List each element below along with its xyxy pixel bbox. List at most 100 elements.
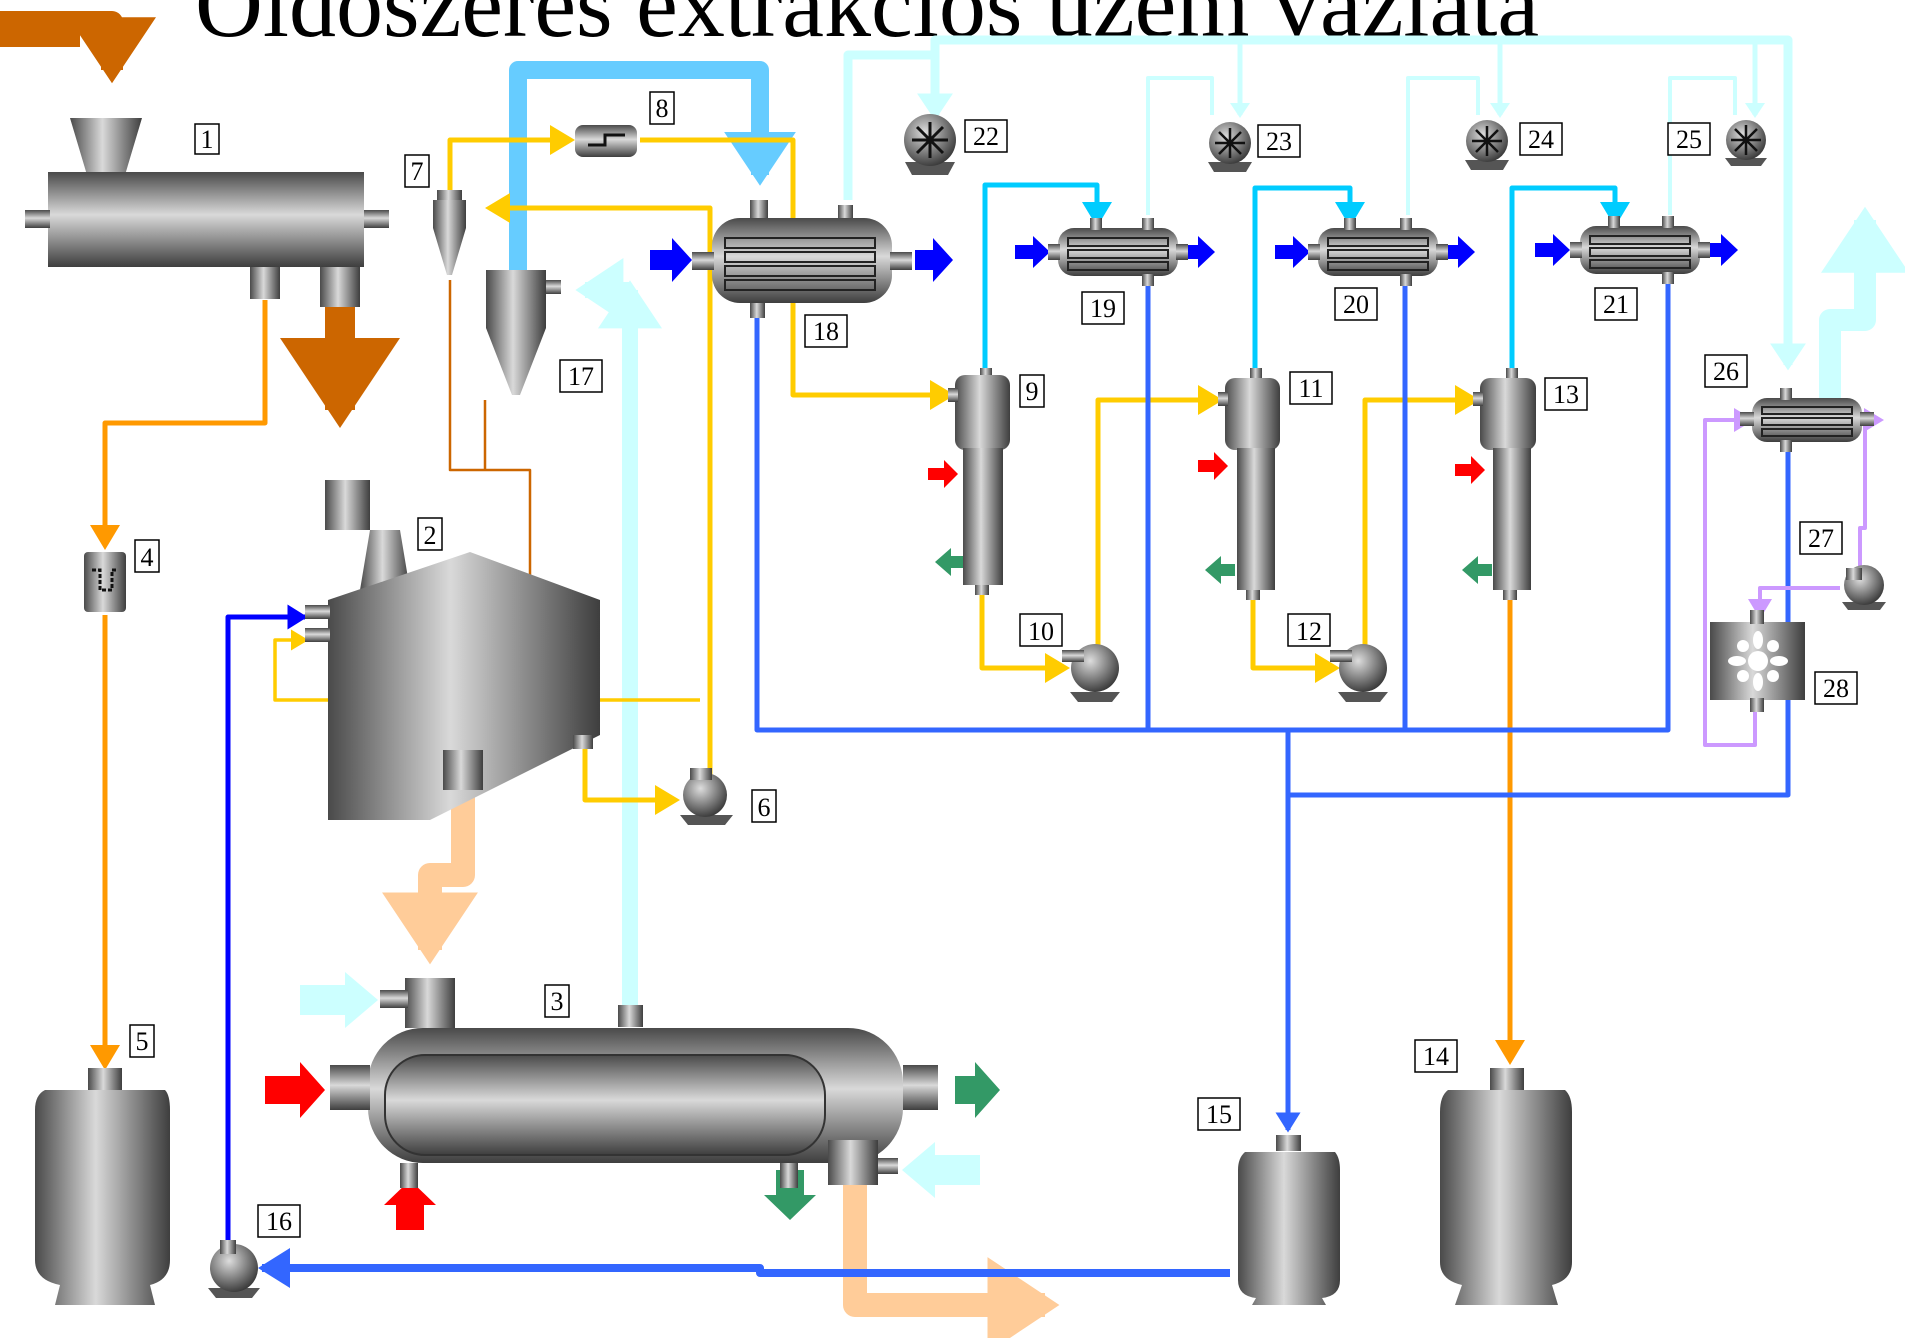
vapor-in-arrow-3b [902,1142,980,1198]
unit-18-condenser [692,200,912,318]
cooling-in-arrow-18 [650,238,692,282]
extract-line-to-4 [105,300,265,545]
label-14-text: 14 [1423,1042,1449,1071]
cooling-in-arrow-21 [1535,234,1570,266]
unit-7-cyclone [433,190,466,275]
label-8-text: 8 [656,94,669,123]
label-22-text: 22 [973,122,999,151]
unit-21-condenser [1570,216,1710,284]
cyan-13-to-21 [1512,188,1615,375]
label-5: 5 [130,1025,154,1057]
label-1-text: 1 [201,125,214,154]
steam-in-arrow-3 [265,1062,325,1118]
unit-4-separator [84,552,126,612]
label-9: 9 [1020,375,1044,407]
label-1: 1 [195,124,219,154]
unit-27-pump [1842,565,1886,610]
label-17: 17 [560,360,602,392]
label-11-text: 11 [1298,374,1323,403]
label-4-text: 4 [141,543,154,572]
label-19: 19 [1082,292,1124,324]
vapor-in-arrow-3 [300,972,378,1028]
label-21: 21 [1595,288,1637,320]
label-20-text: 20 [1343,290,1369,319]
label-27: 27 [1800,522,1842,554]
unit-26-condenser [1740,388,1874,452]
label-28: 28 [1815,672,1857,704]
purple-loop-b [1760,588,1840,615]
label-20: 20 [1335,288,1377,320]
cyan-11-to-20 [1255,188,1350,375]
label-22: 22 [965,120,1007,152]
purple-loop-a [1860,420,1880,590]
label-27-text: 27 [1808,524,1834,553]
unit-2-extractor [305,480,600,820]
unit-10-pump [1062,644,1120,702]
unit-24-vacuum-pump [1465,120,1509,170]
vacuum-from-19 [1148,78,1212,215]
steam-in-arrow-9 [928,460,958,488]
label-26: 26 [1705,355,1747,387]
label-9-text: 9 [1026,377,1039,406]
label-18-text: 18 [813,317,839,346]
condensate-out-arrow-3 [955,1062,1000,1118]
unit-14-tank [1440,1068,1572,1305]
label-14: 14 [1415,1040,1457,1072]
label-23-text: 23 [1266,127,1292,156]
label-6: 6 [752,790,776,822]
label-26-text: 26 [1713,357,1739,386]
label-2-text: 2 [424,521,437,550]
solvent-10-to-11 [1098,400,1218,650]
unit-12-pump [1330,644,1388,702]
label-15: 15 [1198,1098,1240,1130]
label-11: 11 [1290,372,1332,404]
label-4: 4 [135,540,159,572]
unit-15-tank [1238,1135,1340,1305]
vacuum-header [848,40,1788,365]
unit-8-filter [575,125,637,157]
label-25-text: 25 [1676,125,1702,154]
unit-25-vacuum-pump [1725,120,1767,166]
label-3-text: 3 [551,987,564,1016]
vent-pipe [1830,220,1865,410]
label-17-text: 17 [568,362,594,391]
unit-20-condenser [1308,218,1448,286]
label-19-text: 19 [1090,294,1116,323]
label-21-text: 21 [1603,290,1629,319]
unit-3-dryer [330,978,938,1188]
product-out-pipe [855,1182,1045,1305]
solvent-16-to-2 [228,617,305,1245]
label-15-text: 15 [1206,1100,1232,1129]
label-7: 7 [405,155,429,187]
condensate-out-arrow-13 [1462,556,1492,584]
label-3: 3 [545,985,569,1017]
unit-28-cooler [1710,610,1805,712]
label-25: 25 [1668,123,1710,155]
cooling-in-arrow-20 [1275,236,1310,268]
unit-6-pump [680,768,733,825]
unit-19-condenser [1048,218,1188,286]
steam-in-arrow-13 [1455,456,1485,484]
steam-in-arrow-11 [1198,452,1228,480]
unit-17-cyclone [486,270,561,395]
label-18: 18 [805,315,847,347]
unit-22-vacuum-pump [904,114,956,175]
label-8: 8 [650,92,674,124]
label-23: 23 [1258,125,1300,157]
unit-23-vacuum-pump [1208,122,1252,172]
label-16: 16 [258,1205,300,1237]
cooling-out-arrow-18 [915,238,953,282]
unit-5-tank [35,1068,170,1305]
label-24-text: 24 [1528,125,1554,154]
recycle-from-18 [757,275,1668,730]
label-12: 12 [1288,614,1330,646]
label-5-text: 5 [136,1027,149,1056]
label-6-text: 6 [758,793,771,822]
cooling-in-arrow-19 [1015,236,1050,268]
label-10-text: 10 [1028,617,1054,646]
label-13-text: 13 [1553,380,1579,409]
label-7-text: 7 [411,157,424,186]
label-13: 13 [1545,378,1587,410]
solvent-12-to-13 [1365,400,1475,650]
